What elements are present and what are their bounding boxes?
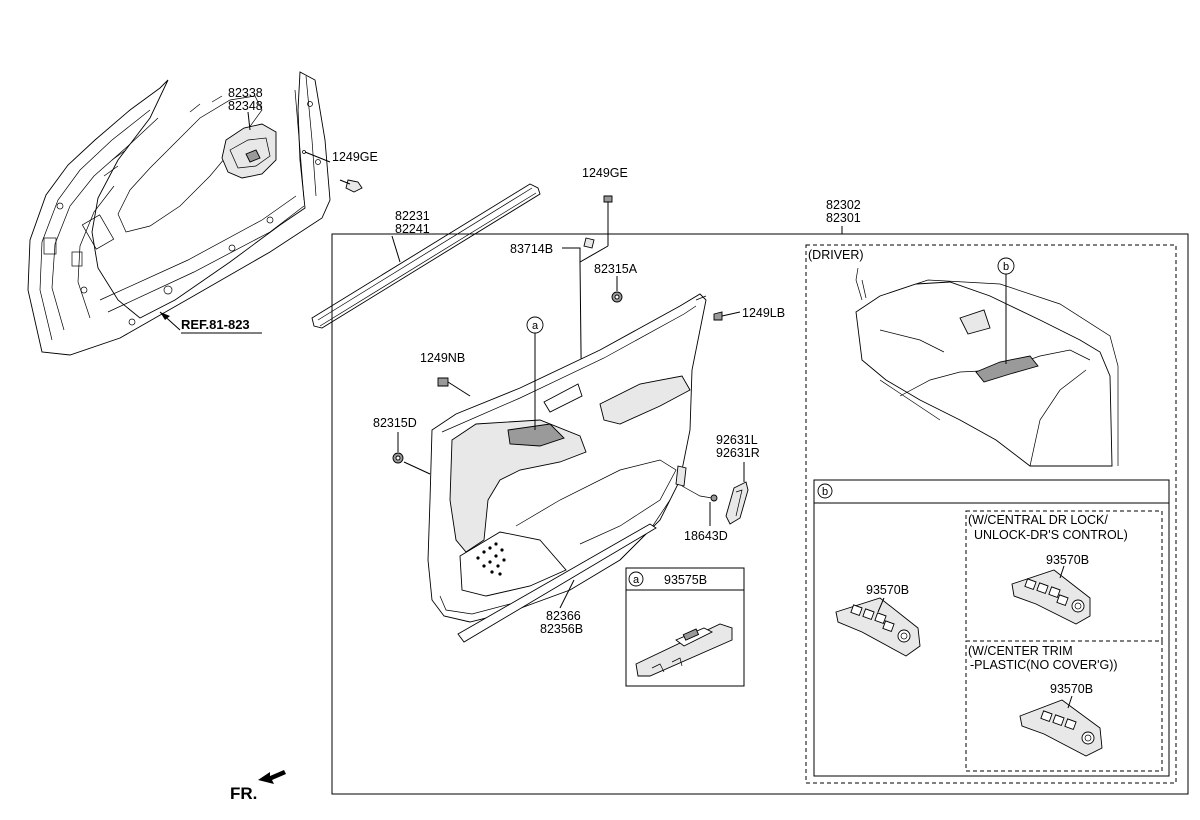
label-1249lb: 1249LB	[742, 306, 785, 320]
switch-panel-93570b-lock	[1011, 569, 1091, 625]
label-1249ge-top: 1249GE	[582, 166, 628, 180]
front-direction-indicator	[258, 770, 286, 784]
leader-93570b-lock	[1059, 565, 1065, 579]
screw-1249ge-frame	[339, 179, 363, 193]
main-assembly-box	[331, 233, 1189, 795]
label-1249ge-frame: 1249GE	[332, 150, 378, 164]
clip-83714b	[583, 237, 595, 249]
leader-1249ge-frame	[304, 151, 331, 163]
label-93570b-lock: 93570B	[1046, 553, 1089, 567]
leader-93570b-trim	[1067, 695, 1073, 709]
lower-strip-part	[457, 523, 657, 643]
label-92631r: 92631R	[716, 446, 760, 460]
label-82356b: 82356B	[540, 622, 583, 636]
leader-82315d-panel	[403, 461, 431, 475]
weatherstrip-part	[311, 183, 541, 329]
speaker-grille	[476, 542, 506, 576]
door-frame-illustration	[27, 71, 331, 356]
label-82366: 82366	[546, 609, 581, 623]
ref-label: REF.81-823	[181, 317, 250, 332]
leader-82231	[391, 235, 401, 263]
leader-83714b	[562, 245, 609, 263]
leader-82338	[247, 111, 251, 131]
screw-1249ge-top	[603, 195, 613, 212]
fastener-82315a	[611, 291, 623, 303]
label-93570b-main: 93570B	[866, 583, 909, 597]
label-93575b: 93575B	[664, 573, 707, 587]
label-92631l: 92631L	[716, 433, 758, 447]
label-18643d: 18643D	[684, 529, 728, 543]
front-arrow-icon	[258, 770, 286, 784]
screw-1249lb	[713, 311, 741, 321]
label-82348: 82348	[228, 99, 263, 113]
label-82241: 82241	[395, 222, 430, 236]
callout-b-driver: b	[1003, 261, 1009, 273]
switch-panel-93570b-trim	[1019, 699, 1103, 757]
switch-panel-93575b	[635, 623, 733, 677]
callout-b-box: b	[822, 486, 828, 498]
label-82302: 82302	[826, 198, 861, 212]
label-82338: 82338	[228, 86, 263, 100]
trim-note-line1: (W/CENTER TRIM	[968, 644, 1073, 658]
callout-a-box: a	[633, 574, 640, 586]
trim-variant-box	[965, 640, 1163, 772]
driver-note: (DRIVER)	[808, 248, 864, 262]
driver-door-illustration	[855, 267, 1119, 467]
fastener-82315d	[392, 452, 404, 464]
cable-18643d	[675, 465, 718, 502]
switch-panel-93570b-main	[835, 597, 921, 657]
label-82315d: 82315D	[373, 416, 417, 430]
label-82301: 82301	[826, 211, 861, 225]
label-83714b: 83714B	[510, 242, 553, 256]
driver-dashed-box	[805, 244, 1177, 784]
label-1249nb: 1249NB	[420, 351, 465, 365]
leader-82366	[559, 579, 575, 609]
lock-note-line2: UNLOCK-DR'S CONTROL)	[974, 528, 1128, 542]
door-bracket-part	[221, 123, 277, 179]
screw-1249nb	[437, 377, 471, 397]
inner-handle-part	[725, 481, 749, 525]
label-82231: 82231	[395, 209, 430, 223]
front-label: FR.	[230, 784, 257, 803]
label-82315a: 82315A	[594, 262, 638, 276]
leader-93570b-main	[877, 597, 885, 613]
detail-box-a	[625, 567, 745, 687]
detail-box-b	[813, 479, 1170, 777]
trim-note-line2: -PLASTIC(NO COVER'G))	[970, 658, 1118, 672]
label-93570b-trim: 93570B	[1050, 682, 1093, 696]
callout-a-main: a	[532, 320, 539, 332]
lock-note-line1: (W/CENTRAL DR LOCK/	[968, 513, 1108, 527]
